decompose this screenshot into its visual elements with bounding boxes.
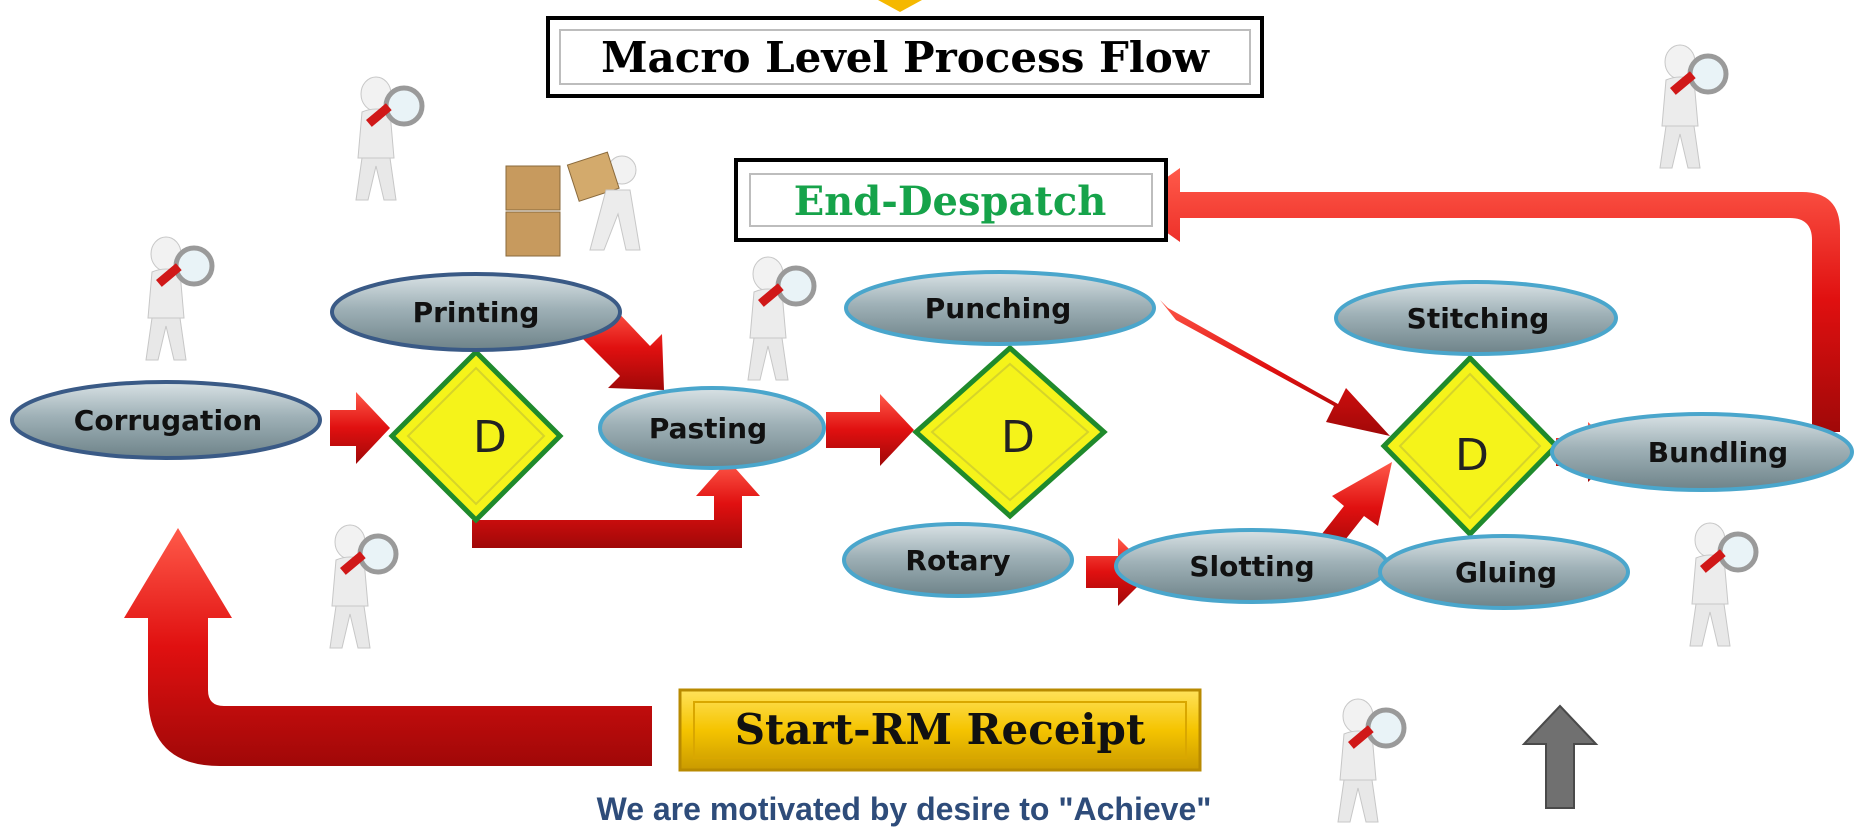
return-arrow-to-despatch	[1128, 168, 1840, 432]
node-label: Slotting	[1189, 550, 1314, 583]
person-carrying-boxes-icon	[505, 151, 641, 257]
decision-diamond-2: D	[912, 344, 1108, 520]
node-corrugation: Corrugation	[10, 380, 322, 460]
node-label: Printing	[413, 296, 540, 329]
title-box: Macro Level Process Flow	[546, 16, 1264, 98]
arrow-corrugation-to-d1	[330, 392, 390, 464]
node-bundling: Bundling	[1550, 412, 1854, 492]
inspector-icon	[330, 525, 396, 648]
node-printing: Printing	[330, 272, 622, 352]
node-gluing: Gluing	[1378, 534, 1630, 610]
node-label: Punching	[925, 292, 1072, 325]
inspector-icon	[1660, 45, 1726, 168]
start-arrow-to-corrugation	[124, 528, 652, 766]
inspector-icon	[1690, 523, 1756, 646]
decision-label: D	[1001, 412, 1035, 463]
end-despatch-label: End-Despatch	[794, 178, 1107, 225]
arrow-d1-to-pasting	[472, 460, 760, 548]
node-slotting: Slotting	[1114, 528, 1390, 604]
inspector-icon	[748, 257, 814, 380]
inspector-icon	[356, 77, 422, 200]
arrow-slotting-to-d3	[1314, 462, 1392, 554]
arrow-pasting-to-d2	[826, 394, 914, 466]
node-label: Bundling	[1648, 436, 1788, 469]
decision-diamond-1: D	[388, 348, 564, 524]
node-stitching: Stitching	[1334, 280, 1618, 356]
diagram-title: Macro Level Process Flow	[601, 33, 1210, 82]
node-label: Gluing	[1455, 556, 1557, 589]
arrow-punching-to-d3	[1160, 300, 1390, 436]
inspector-icon	[1338, 699, 1404, 822]
node-pasting: Pasting	[598, 386, 826, 470]
node-punching: Punching	[844, 270, 1156, 346]
gray-up-arrow-icon	[1521, 704, 1599, 809]
node-label: Corrugation	[74, 404, 262, 437]
partial-top-arrow	[878, 0, 922, 12]
decision-label: D	[473, 412, 507, 463]
decision-diamond-3: D	[1380, 354, 1560, 538]
node-label: Pasting	[649, 412, 767, 445]
decision-label: D	[1455, 430, 1489, 481]
start-rm-label: Start-RM Receipt	[735, 705, 1146, 754]
node-label: Stitching	[1407, 302, 1550, 335]
node-rotary: Rotary	[842, 522, 1074, 598]
start-rm-box: Start-RM Receipt	[678, 688, 1202, 772]
tagline: We are motivated by desire to "Achieve"	[597, 791, 1212, 827]
end-despatch-box: End-Despatch	[734, 158, 1168, 242]
inspector-icon	[146, 237, 212, 360]
node-label: Rotary	[905, 544, 1010, 577]
